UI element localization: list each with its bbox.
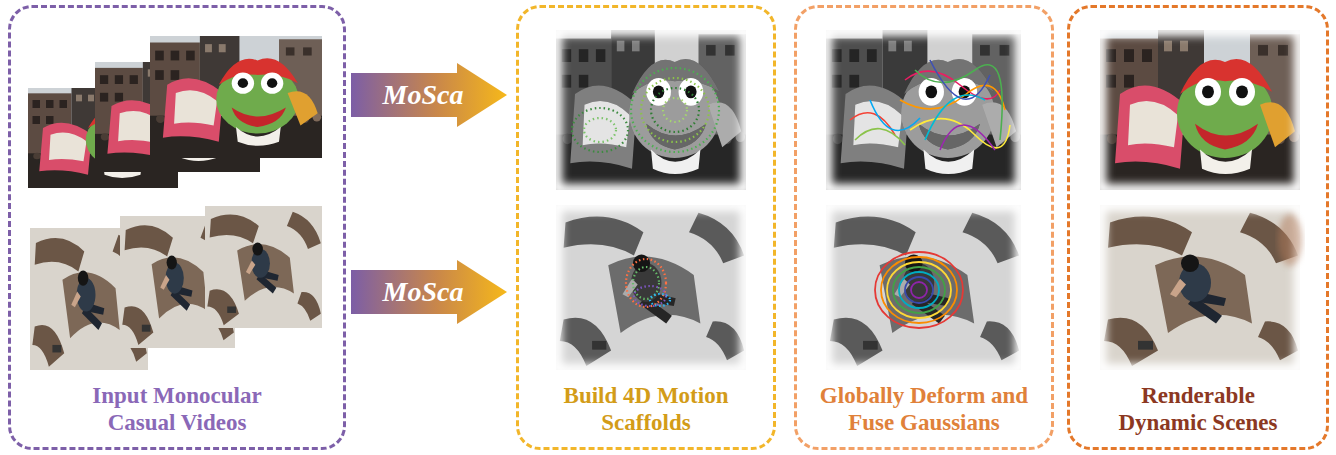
arrow-label: MoSca — [383, 276, 464, 308]
block-arrow — [351, 260, 507, 324]
scaffold-image — [556, 30, 746, 190]
stage-panel: Globally Deform and Fuse Gaussians — [794, 5, 1054, 450]
video-frame — [205, 206, 322, 328]
block-arrow — [351, 63, 507, 127]
trajectory-image — [826, 205, 1021, 370]
stage-label: Renderable Dynamic Scenes — [1107, 382, 1289, 437]
stage-label: Globally Deform and Fuse Gaussians — [806, 382, 1042, 437]
stage-label: Build 4D Motion Scaffolds — [544, 382, 749, 437]
stage-panel: Build 4D Motion Scaffolds — [516, 5, 776, 450]
stage-label: Input Monocular Casual Videos — [66, 382, 288, 437]
stage-panel: Input Monocular Casual Videos — [8, 5, 346, 450]
video-frame — [150, 36, 322, 158]
arrow-label: MoSca — [383, 79, 464, 111]
stage-panel: Renderable Dynamic Scenes — [1067, 5, 1329, 450]
render-image — [1100, 30, 1300, 190]
scaffold-image — [556, 205, 746, 370]
render-image — [1100, 205, 1302, 370]
trajectory-image — [826, 30, 1021, 190]
